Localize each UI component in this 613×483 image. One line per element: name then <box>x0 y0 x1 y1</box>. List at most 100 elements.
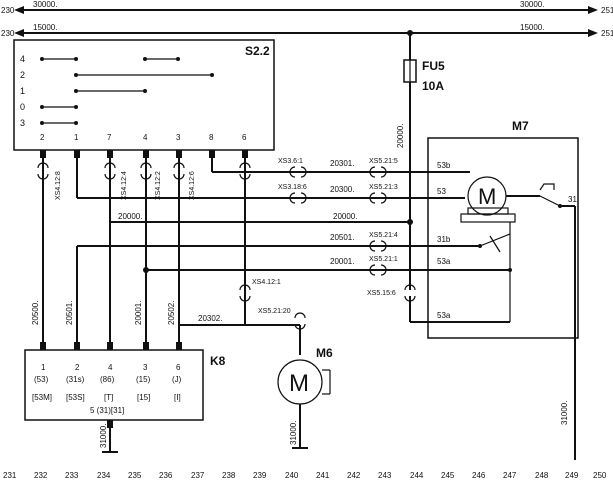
scale-number: 234 <box>97 471 111 480</box>
terminal-number: 1 <box>74 133 79 142</box>
connector-label: XS4.12:8 <box>55 171 62 200</box>
relay-pin-number: 2 <box>75 363 80 372</box>
terminal-number: 6 <box>242 133 247 142</box>
scale-number: 235 <box>128 471 142 480</box>
scale-number: 244 <box>410 471 424 480</box>
rail-right-id: 251 <box>601 29 613 38</box>
wire-label: 20000. <box>396 124 405 148</box>
terminal-number: 2 <box>40 133 45 142</box>
relay-pin-alt: [15] <box>137 393 150 402</box>
relay-pin-function: (86) <box>100 375 115 384</box>
wire-label: 31000. <box>560 401 569 425</box>
relay-pin-number: 1 <box>41 363 46 372</box>
scale-number: 239 <box>253 471 267 480</box>
scale-number: 250 <box>593 471 607 480</box>
connector-label: XS5.21:4 <box>369 232 398 239</box>
connector-run-20501: 20501. XS5.21:4 31b 20501. <box>65 232 480 345</box>
terminal-label: 53a <box>437 257 451 266</box>
scale-number: 248 <box>535 471 549 480</box>
switch-position: 0 <box>20 102 25 112</box>
connector-run-20001: 20001. XS5.21:1 53a <box>146 256 510 276</box>
motor-glyph: M <box>289 370 309 397</box>
wire-label: 30000. <box>33 0 57 9</box>
terminal-label: 53b <box>437 161 451 170</box>
terminal-label: 31 <box>568 195 577 204</box>
terminal-label: 53 <box>437 187 446 196</box>
switch-position: 4 <box>20 54 25 64</box>
relay-pin-number: 4 <box>108 363 113 372</box>
rail-left-id: 230 <box>1 6 15 15</box>
relay-pin-function: (31s) <box>66 375 85 384</box>
terminal-label: 53a <box>437 311 451 320</box>
relay-label: K8 <box>210 354 226 368</box>
wire-label: 20500. <box>31 301 40 325</box>
motor-m6: M M6 31000. <box>277 346 333 449</box>
power-rail-30000: 230 251 30000. 30000. <box>1 0 613 15</box>
scale-number: 242 <box>347 471 361 480</box>
wire-label: 20300. <box>330 185 354 194</box>
relay-pin-function: (53) <box>34 375 49 384</box>
connector-label: XS5.15:6 <box>367 290 396 297</box>
switch-position: 3 <box>20 118 25 128</box>
connector-run-20301: XS3.6:1 20301. XS5.21:5 53b <box>278 158 470 178</box>
scale-number: 247 <box>503 471 517 480</box>
scale-number: 246 <box>472 471 486 480</box>
scale-number: 241 <box>316 471 330 480</box>
connector-run-xs515: XS5.15:6 53a <box>367 284 510 323</box>
connector-run-20300: XS3.18:6 20300. XS5.21:3 53 <box>278 184 465 204</box>
switch-s22: S2.2 4 2 1 0 3 2 1 7 4 3 8 6 <box>13 39 275 158</box>
connector-label: XS5.21:20 <box>258 308 291 315</box>
connector-label: XS4.12:4 <box>121 171 128 200</box>
power-rail-15000: 230 251 15000. 15000. <box>1 23 613 38</box>
fuse-name: FU5 <box>422 59 445 73</box>
relay-pin-function: (15) <box>136 375 151 384</box>
wire-label: 20301. <box>330 159 354 168</box>
relay-pin-number: 6 <box>176 363 181 372</box>
scale-number: 249 <box>565 471 579 480</box>
scale-number: 231 <box>3 471 17 480</box>
wire-label: 31000. <box>289 421 298 445</box>
switch-position: 2 <box>20 70 25 80</box>
motor-label: M6 <box>316 346 333 360</box>
wire-label: 20302. <box>198 314 222 323</box>
wire-label: 20000. <box>333 212 357 221</box>
rail-right-id: 251 <box>601 6 613 15</box>
wire-label: 15000. <box>520 23 544 32</box>
connector-label: XS4.12:6 <box>189 171 196 200</box>
terminal-number: 3 <box>176 133 181 142</box>
connector-label: XS3.6:1 <box>278 158 303 165</box>
wire-label: 31000. <box>99 424 108 448</box>
rail-left-id: 230 <box>1 29 15 38</box>
connector-label: XS5.21:1 <box>369 256 398 263</box>
scale-number: 240 <box>285 471 299 480</box>
scale-number: 243 <box>378 471 392 480</box>
wire-label: 20001. <box>134 301 143 325</box>
relay-pin-alt: [I] <box>174 393 181 402</box>
scale-number: 237 <box>191 471 205 480</box>
column-scale: 231 232 233 234 235 236 237 238 239 240 … <box>3 471 607 480</box>
motor-m7: M7 M 31 31000. <box>427 119 579 460</box>
switch-label: S2.2 <box>245 44 270 58</box>
scale-number: 236 <box>159 471 173 480</box>
wire-label: 20000. <box>118 212 142 221</box>
wire-label: 20502. <box>167 301 176 325</box>
connector-label: XS5.21:5 <box>369 158 398 165</box>
connector-label: XS4.12:1 <box>252 279 281 286</box>
relay-ground-pin: 5 (31)[31] <box>90 406 124 415</box>
wire-label: 20001. <box>330 257 354 266</box>
motor-label: M7 <box>512 119 529 133</box>
terminal-label: 31b <box>437 235 451 244</box>
terminal-number: 7 <box>107 133 112 142</box>
svg-text:M: M <box>478 184 496 209</box>
connector-label: XS5.21:3 <box>369 184 398 191</box>
relay-pin-number: 3 <box>143 363 148 372</box>
relay-pin-function: (J) <box>172 375 182 384</box>
switch-position: 1 <box>20 86 25 96</box>
relay-k8: K8 1 (53) [53M] 2 (31s) [53S] 4 (86) [T]… <box>24 222 226 453</box>
relay-pin-alt: [53M] <box>32 393 52 402</box>
scale-number: 245 <box>441 471 455 480</box>
terminal-number: 8 <box>209 133 214 142</box>
relay-pin-alt: [53S] <box>66 393 85 402</box>
relay-pin-alt: [T] <box>104 393 113 402</box>
